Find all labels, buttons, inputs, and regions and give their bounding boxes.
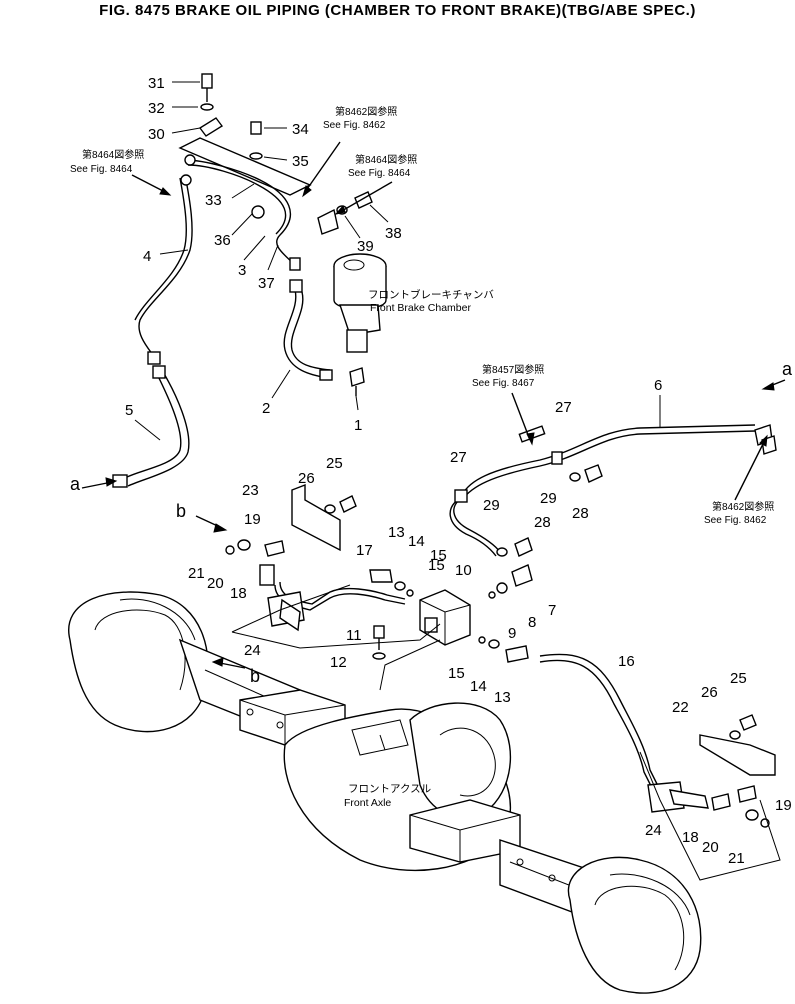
callout-1: 1 [354, 417, 362, 434]
callout-32: 32 [148, 100, 165, 117]
callout-18b: 18 [682, 829, 699, 846]
ref-8462b-jp: 第8462図参照 [712, 500, 774, 513]
callout-19b: 19 [775, 797, 792, 814]
callout-5: 5 [125, 402, 133, 419]
callout-19a: 19 [244, 511, 261, 528]
callout-17: 17 [356, 542, 373, 559]
callout-10: 10 [455, 562, 472, 579]
callout-9: 9 [508, 625, 516, 642]
callout-8: 8 [528, 614, 536, 631]
callout-33: 33 [205, 192, 222, 209]
ref-8462a-en: See Fig. 8462 [323, 120, 386, 131]
callout-20a: 20 [207, 575, 224, 592]
callout-7: 7 [548, 602, 556, 619]
ref-8457-en: See Fig. 8467 [472, 378, 535, 389]
connector-b-upper: b [176, 501, 186, 521]
front-axle-drawing [68, 591, 702, 994]
callout-37: 37 [258, 275, 275, 292]
callout-14b: 14 [470, 678, 487, 695]
callout-4: 4 [143, 248, 151, 265]
callout-39: 39 [357, 238, 374, 255]
callout-numbers: 1 2 3 4 5 6 7 8 9 10 11 12 13 14 15 16 1… [125, 75, 792, 867]
callout-24b: 24 [645, 822, 662, 839]
callout-6: 6 [654, 377, 662, 394]
middle-piping [81, 379, 786, 881]
chamber-label-jp: フロントブレーキチャンバ [368, 288, 494, 301]
callout-21a: 21 [188, 565, 205, 582]
callout-25a: 25 [326, 455, 343, 472]
callout-36: 36 [214, 232, 231, 249]
axle-label-en: Front Axle [344, 797, 391, 809]
upper-piping [112, 73, 393, 488]
axle-label-jp: フロントアクスル [348, 783, 431, 795]
connector-b-lower: b [250, 666, 260, 686]
callout-34: 34 [292, 121, 309, 138]
callout-3: 3 [238, 262, 246, 279]
leader-lines [134, 81, 661, 441]
connector-a-left: a [70, 474, 81, 494]
callout-31: 31 [148, 75, 165, 92]
callout-26a: 26 [298, 470, 315, 487]
callout-21b: 21 [728, 850, 745, 867]
figure-title: FIG. 8475 BRAKE OIL PIPING (CHAMBER TO F… [99, 2, 696, 19]
callout-24a: 24 [244, 642, 261, 659]
ref-8464b-en: See Fig. 8464 [348, 168, 411, 179]
callout-20b: 20 [702, 839, 719, 856]
ref-8462a-jp: 第8462図参照 [335, 105, 397, 118]
callout-27b: 27 [450, 449, 467, 466]
callout-23: 23 [242, 482, 259, 499]
callout-38: 38 [385, 225, 402, 242]
callout-13a: 13 [388, 524, 405, 541]
callout-11: 11 [346, 627, 362, 644]
ref-8464b-jp: 第8464図参照 [355, 153, 417, 166]
ref-8462b-en: See Fig. 8462 [704, 515, 767, 526]
callout-13b: 13 [494, 689, 511, 706]
callout-26b: 26 [701, 684, 718, 701]
callout-35: 35 [292, 153, 309, 170]
callout-15b: 15 [428, 557, 445, 574]
connector-a-right: a [782, 359, 793, 379]
reference-labels: 第8464図参照 See Fig. 8464 第8462図参照 See Fig.… [70, 105, 774, 809]
callout-2: 2 [262, 400, 270, 417]
callout-27a: 27 [555, 399, 572, 416]
callout-28a: 28 [572, 505, 589, 522]
chamber-label-en: Front Brake Chamber [370, 302, 471, 314]
ref-8457-jp: 第8457図参照 [482, 363, 544, 376]
callout-22: 22 [672, 699, 689, 716]
callout-30: 30 [148, 126, 165, 143]
callout-14a: 14 [408, 533, 425, 550]
ref-8464a-jp: 第8464図参照 [82, 148, 144, 161]
callout-15a: 15 [430, 547, 447, 564]
callout-16: 16 [618, 653, 635, 670]
callout-25b: 25 [730, 670, 747, 687]
callout-28b: 28 [534, 514, 551, 531]
connector-letters: a a b b [70, 359, 793, 686]
ref-8464a-en: See Fig. 8464 [70, 164, 133, 175]
callout-18a: 18 [230, 585, 247, 602]
callout-15c: 15 [448, 665, 465, 682]
callout-12: 12 [330, 654, 347, 671]
callout-29a: 29 [540, 490, 557, 507]
callout-29b: 29 [483, 497, 500, 514]
